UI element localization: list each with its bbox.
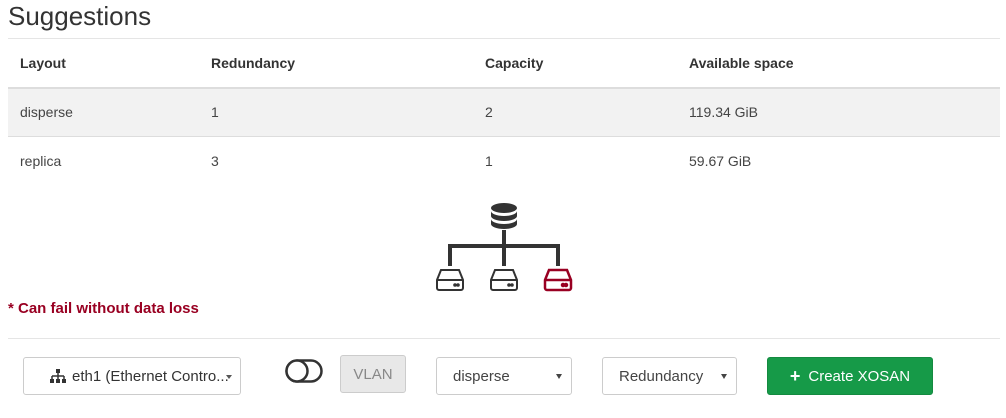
- chevron-down-icon: [226, 375, 232, 379]
- header-layout[interactable]: Layout: [8, 38, 199, 89]
- table-header-row: Layout Redundancy Capacity Available spa…: [8, 38, 1000, 89]
- layout-select-value: disperse: [453, 367, 510, 385]
- section-divider: [8, 338, 1000, 339]
- redundancy-select-value: Redundancy: [619, 367, 704, 385]
- table-row[interactable]: replica 3 1 59.67 GiB: [8, 136, 1000, 186]
- vlan-toggle[interactable]: [285, 359, 323, 383]
- chevron-down-icon: [721, 374, 727, 379]
- sitemap-icon: [50, 369, 66, 383]
- network-interface-value: eth1 (Ethernet Contro...: [72, 367, 229, 385]
- layout-select[interactable]: disperse: [436, 357, 572, 395]
- header-available-space[interactable]: Available space: [677, 38, 1000, 89]
- chevron-down-icon: [556, 374, 562, 379]
- database-icon: [491, 203, 517, 229]
- cell-capacity: 1: [473, 136, 677, 186]
- cell-redundancy: 3: [199, 136, 473, 186]
- plus-icon: +: [789, 365, 801, 386]
- hdd-icon: [436, 269, 464, 291]
- vlan-button[interactable]: VLAN: [340, 355, 406, 393]
- hdd-icon: [490, 269, 518, 291]
- fault-tolerance-legend: * Can fail without data loss: [8, 300, 199, 317]
- redundancy-select[interactable]: Redundancy: [602, 357, 737, 395]
- table-row[interactable]: disperse 1 2 119.34 GiB: [8, 87, 1000, 137]
- page-title: Suggestions: [8, 1, 152, 31]
- suggestions-table: Layout Redundancy Capacity Available spa…: [8, 38, 1000, 186]
- cell-capacity: 2: [473, 87, 677, 137]
- cell-available-space: 59.67 GiB: [677, 136, 1000, 186]
- create-xosan-label: Create XOSAN: [808, 367, 911, 385]
- hdd-failure-icon: [543, 268, 573, 292]
- header-redundancy[interactable]: Redundancy: [199, 38, 473, 89]
- storage-topology-diagram: [436, 203, 573, 292]
- header-capacity[interactable]: Capacity: [473, 38, 677, 89]
- cell-layout: replica: [8, 136, 199, 186]
- network-interface-select[interactable]: eth1 (Ethernet Contro...: [23, 357, 241, 395]
- topology-lines-icon: [448, 230, 560, 266]
- cell-available-space: 119.34 GiB: [677, 87, 1000, 137]
- cell-layout: disperse: [8, 87, 199, 137]
- create-xosan-button[interactable]: + Create XOSAN: [767, 357, 933, 395]
- cell-redundancy: 1: [199, 87, 473, 137]
